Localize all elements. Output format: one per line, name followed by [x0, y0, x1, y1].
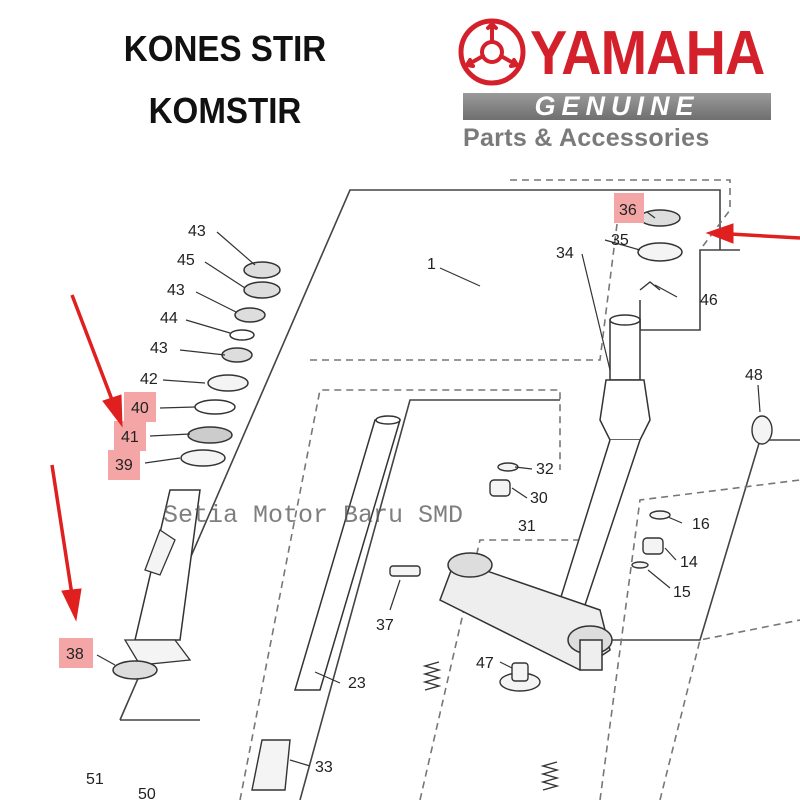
label-34: 34 [556, 245, 574, 262]
label-39: 39 [115, 457, 133, 474]
label-48: 48 [745, 367, 763, 384]
under-bracket [439, 552, 613, 671]
assembly-outline-2 [639, 249, 740, 331]
label-36: 36 [619, 202, 637, 219]
fork-tube [293, 415, 402, 691]
label-33: 33 [315, 759, 333, 776]
outer-tube-left [123, 489, 201, 666]
label-47: 47 [476, 655, 494, 672]
red-arrows [50, 223, 800, 622]
label-45: 45 [177, 252, 195, 269]
label-43-low: 43 [150, 340, 168, 357]
small-parts [251, 281, 773, 791]
dashed-group-6 [659, 619, 800, 800]
label-46: 46 [700, 292, 718, 309]
genuine-banner: GENUINE [463, 91, 771, 121]
label-1: 1 [427, 256, 436, 273]
fork-springs [422, 661, 560, 791]
label-42: 42 [140, 371, 158, 388]
dashed-group-4 [419, 539, 600, 800]
dashed-group-1 [510, 179, 731, 251]
label-43-top: 43 [188, 223, 206, 240]
yamaha-tuning-fork-logo-icon [458, 18, 526, 86]
right-assembly-outline [590, 439, 800, 641]
label-37: 37 [376, 617, 394, 634]
label-41: 41 [121, 429, 139, 446]
label-35: 35 [611, 232, 629, 249]
steering-stem-outline [299, 399, 560, 800]
label-14: 14 [680, 554, 698, 571]
title-line-1: KONES STIR [123, 28, 327, 69]
label-15: 15 [673, 584, 691, 601]
highlight-39 [108, 450, 140, 480]
dashed-group-5 [599, 479, 800, 800]
highlight-36 [614, 193, 644, 223]
label-16: 16 [692, 516, 710, 533]
label-23: 23 [348, 675, 366, 692]
highlight-41 [114, 421, 146, 451]
label-51: 51 [86, 771, 104, 788]
part-highlights [59, 193, 644, 668]
label-43-mid: 43 [167, 282, 185, 299]
label-32: 32 [536, 461, 554, 478]
dashed-group-2 [310, 199, 621, 361]
assembly-outline-1 [119, 189, 721, 721]
brand-name: YAMAHA [530, 19, 765, 88]
brand-tagline: Parts & Accessories [463, 124, 710, 152]
part-numbers: 43 45 43 44 43 42 40 41 39 38 1 34 36 35… [66, 202, 763, 800]
title-line-2: KOMSTIR [148, 90, 302, 131]
label-50: 50 [138, 786, 156, 800]
watermark-text: Setia Motor Baru SMD [163, 501, 463, 530]
leader-lines [96, 211, 761, 767]
dashed-group-3 [239, 389, 561, 800]
label-38: 38 [66, 646, 84, 663]
label-30: 30 [530, 490, 548, 507]
highlight-40 [124, 392, 156, 422]
label-40: 40 [131, 400, 149, 417]
genuine-text: GENUINE [534, 91, 700, 121]
label-44: 44 [160, 310, 178, 327]
label-31: 31 [518, 518, 536, 535]
highlight-38 [59, 638, 93, 668]
bearing-stack [112, 209, 683, 680]
